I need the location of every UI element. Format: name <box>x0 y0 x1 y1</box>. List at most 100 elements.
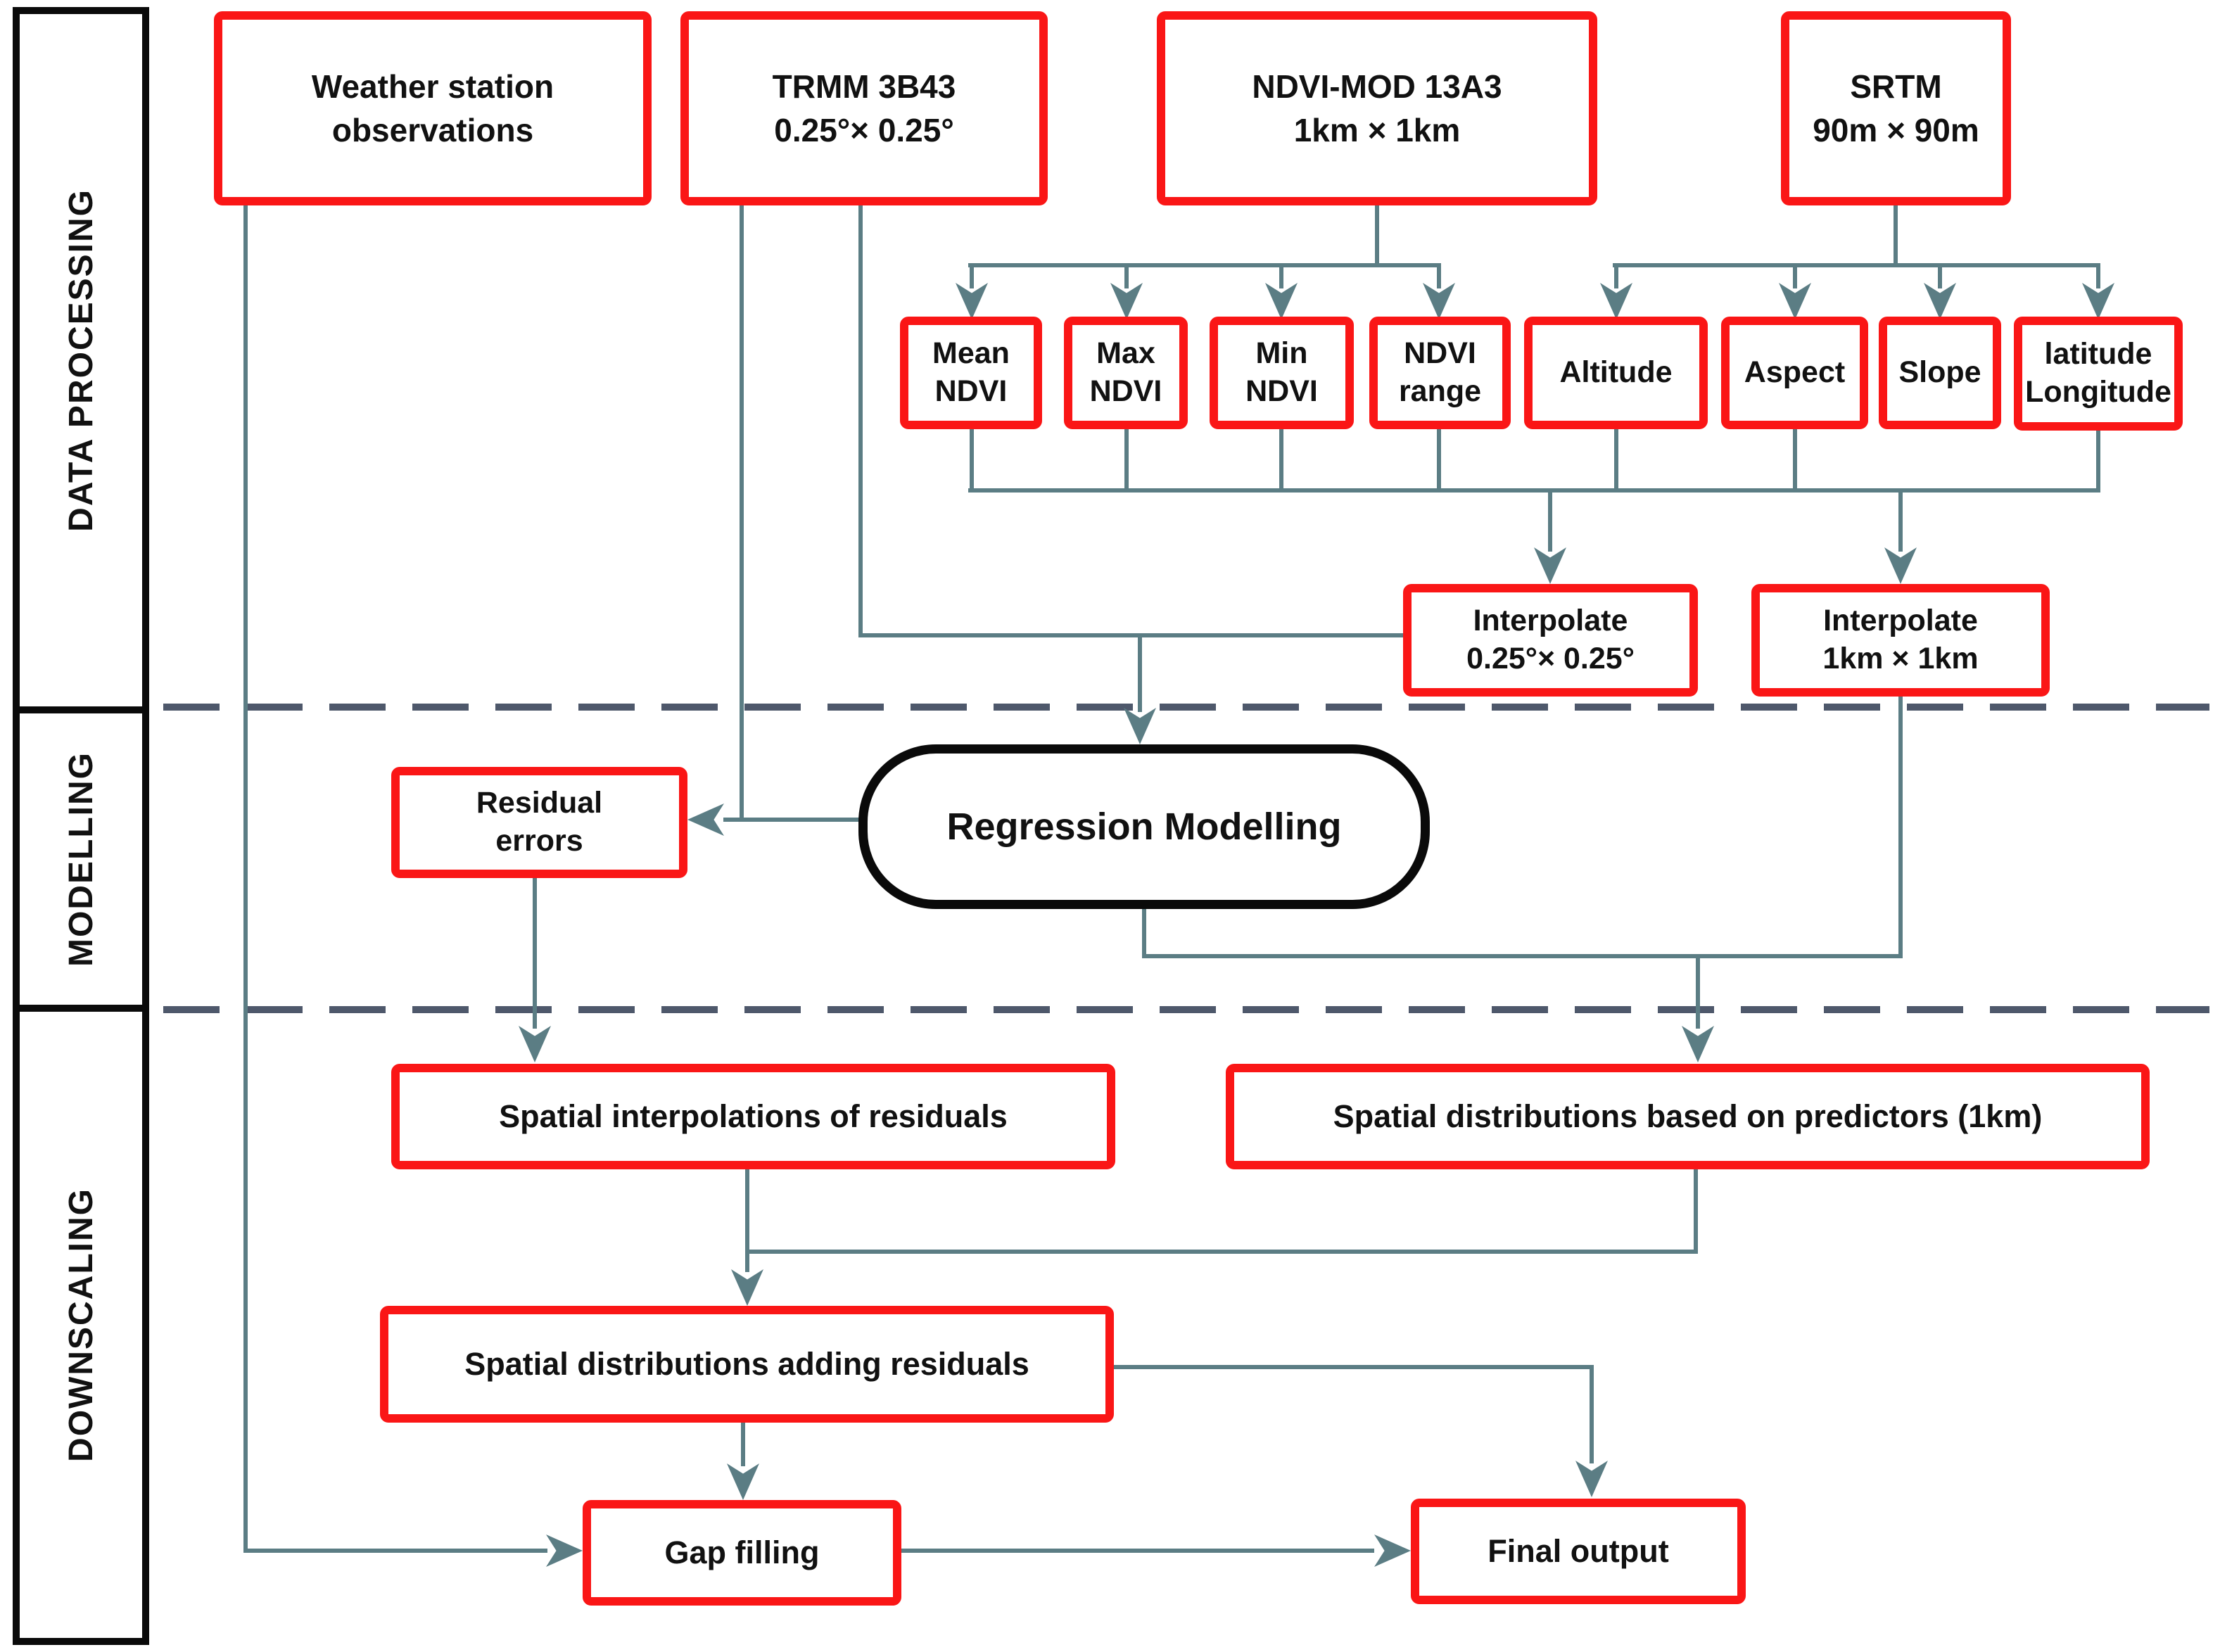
edge-ndvi-distributor <box>968 263 1441 267</box>
node-weather-station: Weather station observations <box>214 11 652 205</box>
node-interpolate-025-line1: Interpolate <box>1473 604 1628 638</box>
edge-drop-mean <box>970 263 974 288</box>
arrowhead-into-gap-filling-left <box>546 1535 583 1567</box>
edge-collector-to-interp025 <box>1548 488 1552 552</box>
node-gap-filling-label: Gap filling <box>664 1535 820 1570</box>
node-latitude-longitude: latitude Longitude <box>2014 317 2183 431</box>
edge-interp1km-down <box>1898 697 1903 958</box>
node-weather-station-line2: observations <box>331 112 534 148</box>
edge-drop-latlong <box>2096 263 2100 288</box>
arrowhead-into-residual-errors <box>687 803 724 836</box>
edge-srtm-distributor <box>1613 263 2100 267</box>
node-interpolate-025-line2: 0.25°× 0.25° <box>1466 642 1635 675</box>
edge-aspect-to-collector <box>1793 429 1797 493</box>
node-spatial-distributions-predictors: Spatial distributions based on predictor… <box>1226 1064 2150 1169</box>
arrowhead-into-interpolate-1km <box>1884 547 1917 584</box>
node-interpolate-1km-line1: Interpolate <box>1823 604 1978 638</box>
edge-drop-slope <box>1938 263 1942 288</box>
arrowhead-into-interpolate-025 <box>1534 547 1566 584</box>
edge-to-spatial-distributions <box>1696 954 1700 1029</box>
edge-range-to-collector <box>1437 429 1441 493</box>
node-mean-ndvi-line1: Mean <box>932 336 1010 371</box>
sidebar-label-modelling: MODELLING <box>62 751 100 967</box>
sidebar-label-downscaling: DOWNSCALING <box>62 1188 100 1462</box>
edge-collector-to-interp1km <box>1898 488 1903 552</box>
edge-spinterp-down <box>745 1169 749 1254</box>
edge-residual-down <box>533 878 537 1029</box>
edge-low-connector <box>745 1250 1698 1254</box>
node-min-ndvi-line2: NDVI <box>1245 374 1318 408</box>
node-slope: Slope <box>1879 317 2001 429</box>
node-ndvi-mod: NDVI-MOD 13A3 1km × 1km <box>1157 11 1597 205</box>
arrowhead-into-spatial-distributions <box>1682 1026 1714 1062</box>
arrowhead-into-final-output-top <box>1575 1461 1608 1497</box>
node-ndvi-range-line2: range <box>1398 374 1482 408</box>
node-weather-station-line1: Weather station <box>311 68 554 105</box>
edge-mid-connector <box>1142 954 1903 958</box>
node-interpolate-1km-line2: 1km × 1km <box>1822 642 1979 675</box>
edge-drop-altitude <box>1614 263 1618 288</box>
edge-trmm-to-interp025 <box>858 633 1403 637</box>
node-spatial-distributions-adding-residuals: Spatial distributions adding residuals <box>380 1306 1114 1423</box>
arrowhead-into-gap-filling-top <box>727 1463 759 1500</box>
node-srtm-line1: SRTM <box>1850 68 1942 105</box>
sidebar-section-modelling: MODELLING <box>13 706 149 1012</box>
section-divider-dashed-2 <box>163 1006 2209 1013</box>
edge-weather-down <box>243 205 248 1553</box>
node-residual-errors-line1: Residual <box>476 786 603 820</box>
node-altitude: Altitude <box>1524 317 1708 429</box>
edge-trmm-left-down <box>740 205 744 822</box>
node-srtm: SRTM 90m × 90m <box>1781 11 2011 205</box>
edge-regression-down <box>1142 909 1146 958</box>
node-max-ndvi: Max NDVI <box>1064 317 1188 429</box>
edge-regression-to-residual <box>723 818 861 822</box>
node-ndvi-range: NDVI range <box>1369 317 1511 429</box>
node-spatial-distributions-adding-residuals-label: Spatial distributions adding residuals <box>464 1346 1029 1382</box>
edge-latlong-to-collector <box>2096 431 2100 493</box>
edge-spdist-down <box>1694 1169 1698 1254</box>
node-final-output: Final output <box>1411 1499 1746 1604</box>
edge-weather-to-gap <box>243 1549 547 1553</box>
node-ndvi-mod-line1: NDVI-MOD 13A3 <box>1252 68 1502 105</box>
edge-drop-aspect <box>1793 263 1797 288</box>
edge-trmm-mid-down <box>858 205 863 637</box>
section-divider-dashed-1 <box>163 704 2209 711</box>
edge-drop-min <box>1279 263 1283 288</box>
node-altitude-label: Altitude <box>1559 355 1673 390</box>
node-ndvi-mod-line2: 1km × 1km <box>1293 112 1461 148</box>
node-residual-errors: Residual errors <box>391 767 687 878</box>
edge-drop-range <box>1437 263 1441 288</box>
arrowhead-into-spatial-interpolations <box>519 1026 551 1062</box>
node-max-ndvi-line2: NDVI <box>1089 374 1162 408</box>
node-trmm-line1: TRMM 3B43 <box>772 68 956 105</box>
edge-srtm-feed <box>1894 205 1898 267</box>
edge-min-to-collector <box>1279 429 1283 493</box>
node-spatial-distributions-predictors-label: Spatial distributions based on predictor… <box>1333 1098 2043 1134</box>
edge-to-adding <box>745 1250 749 1272</box>
node-ndvi-range-line1: NDVI <box>1404 336 1476 371</box>
node-spatial-interpolations-residuals: Spatial interpolations of residuals <box>391 1064 1115 1169</box>
node-aspect-label: Aspect <box>1744 355 1846 390</box>
edge-gap-to-final <box>901 1549 1374 1553</box>
edge-altitude-to-collector <box>1614 429 1618 493</box>
arrowhead-into-final-output-left <box>1374 1535 1411 1567</box>
sidebar-section-data-processing: DATA PROCESSING <box>13 7 149 713</box>
node-min-ndvi-line1: Min <box>1255 336 1308 371</box>
edge-junction-to-regression <box>1138 633 1142 712</box>
edge-mean-to-collector <box>970 429 974 493</box>
edge-to-final <box>1590 1365 1594 1463</box>
node-latitude-longitude-line2: Longitude <box>2025 375 2171 409</box>
edge-predictor-collector <box>968 488 2100 493</box>
node-min-ndvi: Min NDVI <box>1210 317 1354 429</box>
node-interpolate-025: Interpolate 0.25°× 0.25° <box>1403 584 1698 697</box>
sidebar-label-data-processing: DATA PROCESSING <box>62 189 100 532</box>
node-aspect: Aspect <box>1721 317 1868 429</box>
node-spatial-interpolations-residuals-label: Spatial interpolations of residuals <box>499 1098 1008 1134</box>
node-regression-modelling: Regression Modelling <box>858 744 1430 909</box>
arrowhead-into-adding-residuals <box>731 1269 763 1306</box>
node-interpolate-1km: Interpolate 1km × 1km <box>1751 584 2050 697</box>
node-gap-filling: Gap filling <box>583 1500 901 1606</box>
arrowhead-into-regression <box>1124 708 1156 744</box>
node-mean-ndvi: Mean NDVI <box>900 317 1042 429</box>
